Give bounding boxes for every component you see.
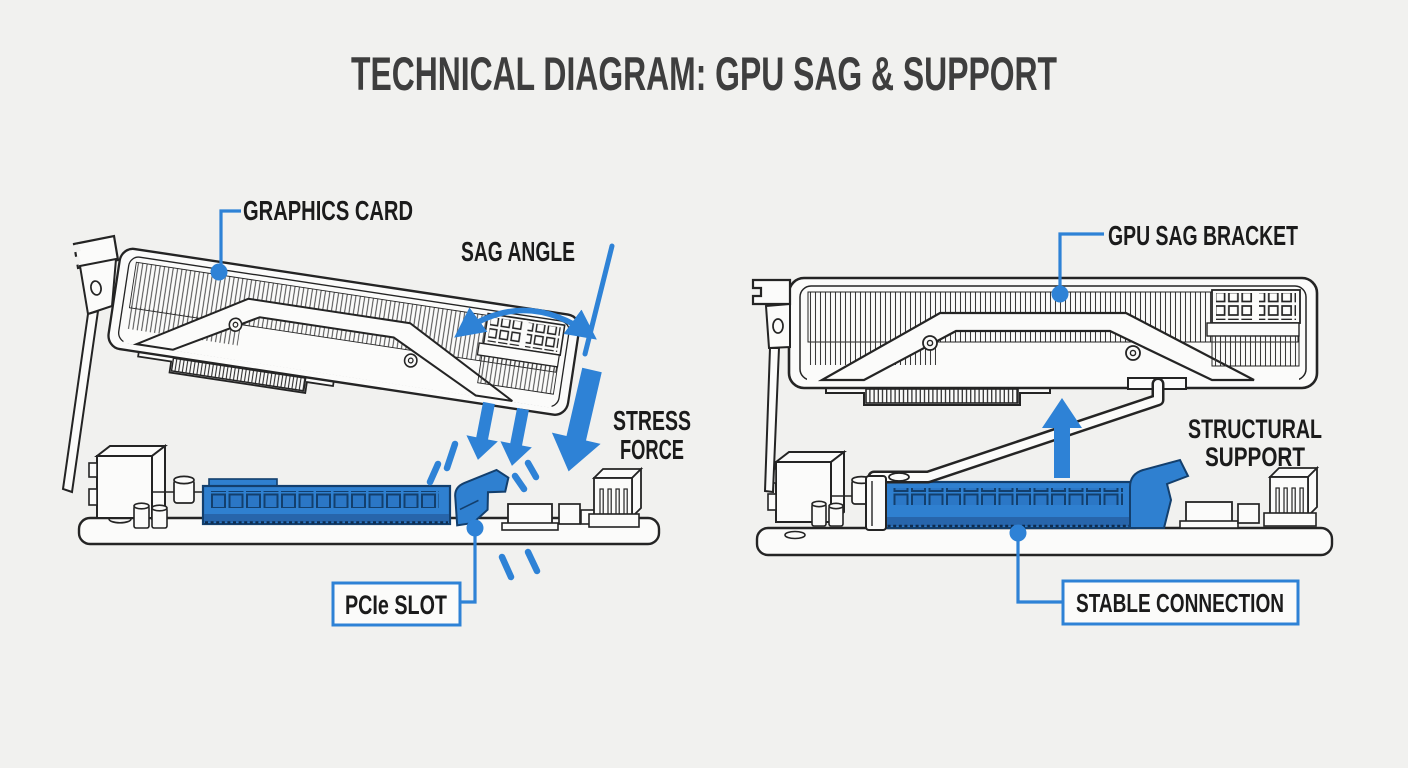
chip-base bbox=[1179, 520, 1239, 529]
bracket-blade bbox=[61, 309, 100, 494]
stable-connection-callout-dot bbox=[1009, 524, 1027, 542]
graphics-card-leader-line bbox=[219, 209, 241, 268]
chip bbox=[1237, 503, 1260, 524]
stress-arrow-large bbox=[551, 367, 602, 472]
slot-shadow-band bbox=[881, 517, 1134, 526]
bracket-slot-hole bbox=[888, 472, 910, 482]
fan-header-side bbox=[1307, 465, 1318, 519]
capacitor-top bbox=[151, 504, 168, 512]
gpu-sag-bracket-arm bbox=[865, 377, 1187, 531]
capacitor-top bbox=[173, 475, 195, 485]
slot-segments bbox=[893, 488, 1123, 505]
chip-base bbox=[501, 522, 559, 531]
stress-force-label-line2: FORCE bbox=[620, 434, 684, 465]
pcie-slot-label-box bbox=[331, 581, 462, 627]
right-pcie-slot bbox=[878, 458, 1190, 530]
stress-force-label-line1: STRESS bbox=[613, 405, 691, 436]
header-pin bbox=[1275, 487, 1280, 516]
stable-connection-leader-line bbox=[1016, 539, 1062, 604]
broken-slot-latch bbox=[454, 468, 510, 527]
slot-latch-intact bbox=[1129, 458, 1190, 529]
header-pin bbox=[623, 488, 628, 517]
stress-arrow-small bbox=[466, 401, 498, 460]
left-motherboard bbox=[77, 443, 661, 546]
fan-header-base bbox=[1263, 512, 1317, 527]
stable-connection-label-box bbox=[1061, 579, 1300, 626]
slot-shadow-band bbox=[204, 514, 449, 522]
graphics-card-callout-dot bbox=[210, 263, 228, 281]
left-diagram-sagging-gpu: GRAPHICS CARD SAG ANGLE STRESS FORCE PCI… bbox=[61, 195, 691, 627]
structural-support-arrow bbox=[1042, 398, 1082, 478]
stress-arrow-small bbox=[500, 407, 532, 466]
bracket-retention-clip bbox=[865, 475, 887, 531]
page-title: TECHNICAL DIAGRAM: GPU SAG & SUPPORT bbox=[351, 47, 1057, 100]
gpu-sag-bracket-label: GPU SAG BRACKET bbox=[1108, 220, 1298, 251]
capacitor-top bbox=[828, 502, 844, 510]
support-up-arrow bbox=[1042, 398, 1082, 478]
stress-force-arrows bbox=[466, 367, 602, 472]
right-io-port bbox=[767, 493, 777, 511]
bracket-screw-hole bbox=[772, 318, 784, 334]
right-motherboard-pcb bbox=[755, 526, 1334, 557]
bracket-screw-hole bbox=[90, 280, 102, 296]
gpu-sag-bracket-callout-dot bbox=[1051, 285, 1069, 303]
header-pin bbox=[1283, 487, 1288, 516]
header-pin bbox=[615, 488, 620, 517]
graphics-card-label: GRAPHICS CARD bbox=[243, 195, 413, 226]
chip bbox=[507, 503, 553, 525]
right-io-bracket bbox=[751, 278, 792, 494]
left-pcie-slot bbox=[201, 478, 452, 526]
chip bbox=[558, 503, 581, 525]
sag-angle-arc-arrow bbox=[454, 307, 597, 340]
header-pin bbox=[1291, 487, 1296, 516]
bracket-notch bbox=[70, 256, 81, 266]
impact-crack-marks bbox=[426, 440, 541, 581]
capacitor-top bbox=[811, 500, 827, 508]
header-pin bbox=[607, 488, 612, 517]
stable-connection-label: STABLE CONNECTION bbox=[1076, 588, 1284, 618]
capacitor-top bbox=[133, 502, 150, 510]
structural-support-label-line1: STRUCTURAL bbox=[1188, 414, 1322, 444]
fan-header-base bbox=[588, 513, 640, 528]
sag-angle-label: SAG ANGLE bbox=[461, 236, 575, 267]
header-pin bbox=[1299, 487, 1304, 516]
right-diagram-supported-gpu: GPU SAG BRACKET STRUCTURAL SUPPORT STABL… bbox=[751, 220, 1334, 626]
chip bbox=[1185, 501, 1233, 524]
structural-support-label-line2: SUPPORT bbox=[1205, 442, 1305, 472]
fan-header-side bbox=[631, 466, 642, 520]
left-io-bracket bbox=[61, 234, 120, 494]
pcie-slot-leader-line bbox=[461, 534, 477, 604]
left-io-port bbox=[88, 488, 98, 506]
gpu-sag-bracket-leader-line bbox=[1058, 232, 1104, 290]
pcie-slot-label: PCIe SLOT bbox=[345, 590, 447, 620]
left-io-port bbox=[88, 462, 98, 478]
sag-reference-line bbox=[582, 243, 615, 357]
slot-segments bbox=[211, 491, 439, 508]
right-mounting-hole bbox=[784, 530, 806, 540]
pcie-slot-callout-dot bbox=[466, 519, 484, 537]
bracket-notch bbox=[70, 244, 81, 253]
bracket-blade bbox=[763, 347, 781, 494]
header-pin bbox=[599, 488, 604, 517]
